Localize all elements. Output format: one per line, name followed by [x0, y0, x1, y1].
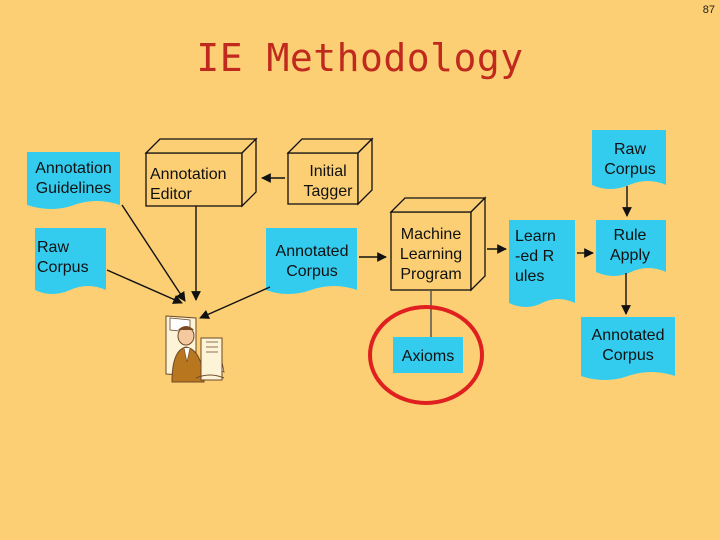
box-initial-tagger: [286, 137, 374, 206]
axioms-highlight-circle: [368, 305, 484, 405]
doc-learned-rules: [509, 220, 575, 307]
doc-raw-corpus-right: [592, 130, 666, 189]
label-learned-rules: Learn-ed Rules: [515, 228, 556, 285]
slide-title: IE Methodology: [196, 36, 524, 80]
doc-axioms: [393, 337, 463, 373]
label-annotation-editor: Annotation Editor: [150, 166, 227, 203]
label-annotated-corpus-mid: Annotated Corpus: [275, 243, 349, 280]
box-ml-program: [389, 196, 487, 292]
label-rule-apply: Rule Apply: [609, 227, 651, 264]
label-annotated-corpus-right: Annotated Corpus: [591, 327, 665, 364]
arrow-rawcorpus-to-person: [106, 269, 183, 304]
doc-annotated-corpus-mid: [266, 228, 357, 294]
arrow-guidelines-to-person: [121, 204, 186, 302]
label-raw-corpus-right: Raw Corpus: [604, 141, 656, 178]
person-clipart-icon: [165, 315, 225, 383]
doc-raw-corpus-left: [35, 228, 106, 294]
doc-annotated-corpus-right: [581, 317, 675, 380]
arrow-annotated-to-person: [199, 286, 271, 319]
label-annotation-guidelines: Annotation Guidelines: [35, 160, 112, 197]
box-annotation-editor: [144, 137, 258, 208]
doc-annotation-guidelines: [27, 152, 120, 209]
label-ml-program: Machine Learning Program: [399, 226, 463, 283]
label-initial-tagger: Initial Tagger: [303, 163, 353, 200]
doc-rule-apply: [596, 220, 666, 276]
label-raw-corpus-left: Raw Corpus: [37, 239, 89, 276]
label-axioms: Axioms: [401, 348, 455, 365]
page-number: 87: [702, 4, 715, 16]
